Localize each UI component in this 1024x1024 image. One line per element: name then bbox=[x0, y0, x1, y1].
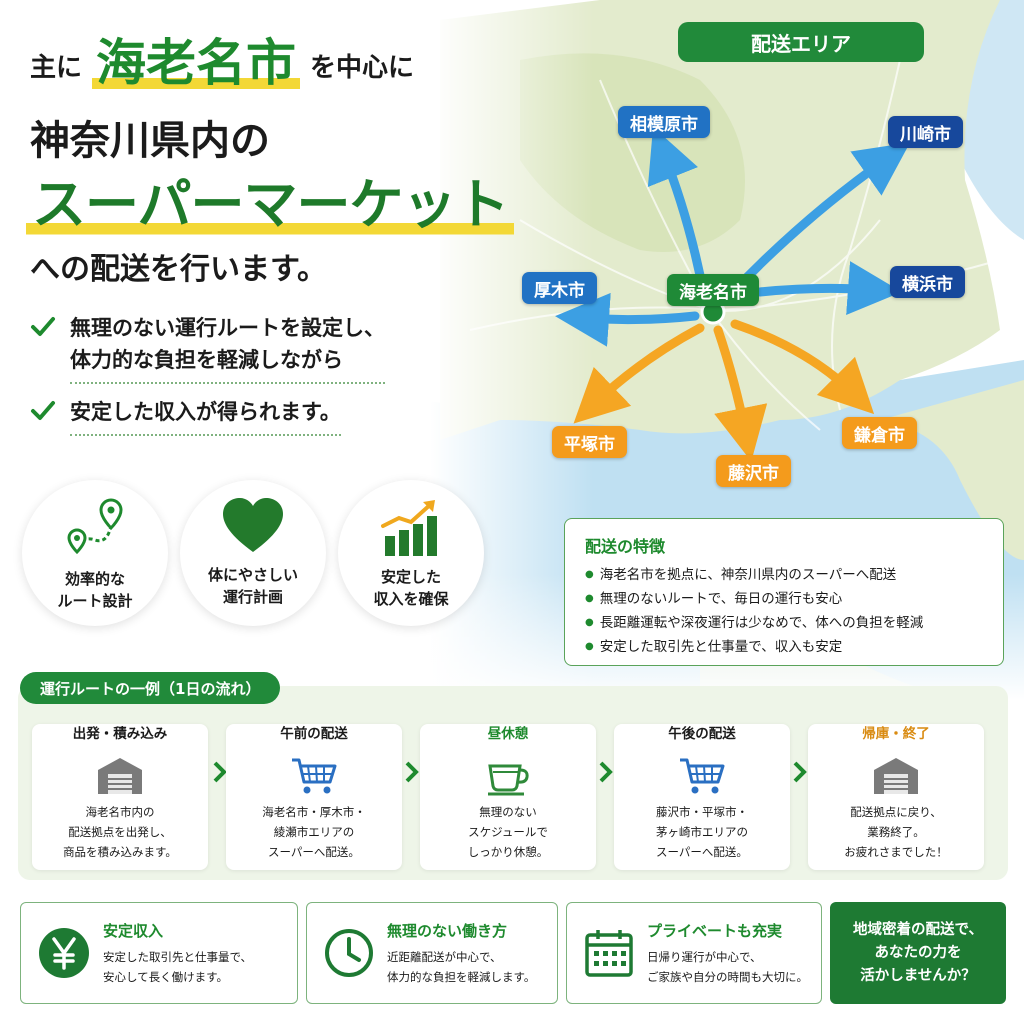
calendar-icon bbox=[585, 930, 633, 977]
check-icon bbox=[31, 401, 55, 420]
check-text-1: 無理のない運行ルートを設定し、 体力的な負担を軽減しながら bbox=[70, 312, 385, 384]
route-step-morning: 午前の配送 海老名市・厚木市・ 綾瀬市エリアの スーパーへ配送。 bbox=[226, 724, 402, 870]
step-desc: 無理のない スケジュールで しっかり休憩。 bbox=[467, 805, 549, 859]
check-icon bbox=[31, 317, 55, 336]
route-step-afternoon: 午後の配送 藤沢市・平塚市・ 茅ヶ崎市エリアの スーパーへ配送。 bbox=[614, 724, 790, 870]
cart-icon bbox=[680, 758, 725, 794]
route-step-lunch: 昼休憩 無理のない スケジュールで しっかり休憩。 bbox=[420, 724, 596, 870]
card-desc: 近距離配送が中心で、 体力的な負担を軽減します。 bbox=[387, 949, 536, 984]
route-title: 運行ルートの一例（1日の流れ） bbox=[20, 672, 281, 704]
arrow-to-atsugi bbox=[555, 292, 700, 347]
list-item: 海老名市を拠点に、神奈川県内のスーパーへ配送 bbox=[585, 563, 983, 587]
check-text-2: 安定した収入が得られます。 bbox=[70, 396, 341, 436]
arrow-to-yokohama bbox=[755, 261, 902, 315]
heart-icon bbox=[223, 498, 283, 552]
check-item-2: 安定した収入が得られます。 bbox=[30, 396, 341, 436]
step-desc: 海老名市内の 配送拠点を出発し、 商品を積み込みます。 bbox=[63, 805, 177, 859]
list-item: 無理のないルートで、毎日の運行も安心 bbox=[585, 587, 983, 611]
clock-icon bbox=[325, 929, 373, 977]
delivery-arrows bbox=[555, 126, 911, 462]
list-item: 安定した取引先と仕事量で、収入も安定 bbox=[585, 635, 983, 659]
headline-line2: 神奈川県内の bbox=[30, 118, 270, 164]
card-title: プライベートも充実 bbox=[647, 921, 783, 940]
step-desc: 藤沢市・平塚市・ 茅ヶ崎市エリアの スーパーへ配送。 bbox=[656, 805, 748, 859]
headline-city: 海老名市 bbox=[92, 32, 301, 94]
arrow-to-fujisawa bbox=[713, 325, 768, 462]
chevron-right-icon bbox=[793, 761, 807, 783]
feature-label: 安定した 収入を確保 bbox=[373, 568, 449, 608]
card-title: 無理のない働き方 bbox=[387, 921, 508, 940]
headline-pre: 主に bbox=[30, 53, 83, 83]
card-title: 安定収入 bbox=[103, 921, 164, 940]
delivery-features-title: 配送の特徴 bbox=[585, 537, 666, 556]
step-title: 午後の配送 bbox=[668, 726, 736, 742]
chevron-right-icon bbox=[213, 761, 227, 783]
step-title: 帰庫・終了 bbox=[862, 726, 930, 742]
yen-icon bbox=[39, 928, 89, 978]
arrow-to-hiratsuka bbox=[573, 323, 705, 424]
step-desc: 海老名市・厚木市・ 綾瀬市エリアの スーパーへ配送。 bbox=[262, 805, 366, 859]
feature-label: 体にやさしい 運行計画 bbox=[207, 566, 298, 606]
step-title: 午前の配送 bbox=[280, 726, 348, 742]
city-yokohama: 横浜市 bbox=[890, 266, 965, 298]
step-desc: 配送拠点に戻り、 業務終了。 お疲れさまでした！ bbox=[844, 805, 948, 859]
warehouse-icon bbox=[98, 758, 142, 794]
bar-chart-up-icon bbox=[381, 500, 437, 556]
check-item-1: 無理のない運行ルートを設定し、 体力的な負担を軽減しながら bbox=[30, 312, 385, 384]
card-desc: 日帰り運行が中心で、 ご家族や自分の時間も大切に。 bbox=[647, 949, 808, 984]
feature-route: 効率的な ルート設計 bbox=[22, 480, 168, 626]
city-sagamihara: 相模原市 bbox=[618, 106, 710, 138]
feature-label: 効率的な ルート設計 bbox=[57, 570, 133, 610]
headline-line3: スーパーマーケット bbox=[26, 160, 515, 239]
cup-icon bbox=[488, 764, 529, 796]
route-pin-icon bbox=[67, 498, 123, 555]
headline-post: を中心に bbox=[310, 53, 415, 83]
card-desc: 安定した取引先と仕事量で、 安心して長く働けます。 bbox=[103, 949, 253, 984]
delivery-features-box: 配送の特徴 海老名市を拠点に、神奈川県内のスーパーへ配送 無理のないルートで、毎… bbox=[564, 518, 1004, 666]
chevron-right-icon bbox=[405, 761, 419, 783]
feature-income: 安定した 収入を確保 bbox=[338, 480, 484, 626]
headline-line4: への配送を行います。 bbox=[30, 252, 327, 287]
card-stable-income: 安定収入 安定した取引先と仕事量で、 安心して長く働けます。 bbox=[20, 902, 298, 1004]
route-step-return: 帰庫・終了 配送拠点に戻り、 業務終了。 お疲れさまでした！ bbox=[808, 724, 984, 870]
warehouse-icon bbox=[874, 758, 918, 794]
cart-icon bbox=[292, 758, 337, 794]
city-hiratsuka: 平塚市 bbox=[552, 426, 627, 458]
city-kamakura: 鎌倉市 bbox=[842, 417, 917, 449]
card-easy-work: 無理のない働き方 近距離配送が中心で、 体力的な負担を軽減します。 bbox=[306, 902, 558, 1004]
city-kawasaki: 川崎市 bbox=[888, 116, 963, 148]
delivery-area-title: 配送エリア bbox=[678, 22, 924, 62]
cta-banner[interactable]: 地域密着の配送で、 あなたの力を 活かしませんか？ bbox=[830, 902, 1006, 1004]
delivery-features-list: 海老名市を拠点に、神奈川県内のスーパーへ配送 無理のないルートで、毎日の運行も安… bbox=[585, 563, 983, 659]
city-atsugi: 厚木市 bbox=[522, 272, 597, 304]
arrow-to-kamakura bbox=[730, 319, 875, 415]
chevron-right-icon bbox=[599, 761, 613, 783]
route-step-departure: 出発・積み込み 海老名市内の 配送拠点を出発し、 商品を積み込みます。 bbox=[32, 724, 208, 870]
list-item: 長距離運転や深夜運行は少なめで、体への負担を軽減 bbox=[585, 611, 983, 635]
card-private-life: プライベートも充実 日帰り運行が中心で、 ご家族や自分の時間も大切に。 bbox=[566, 902, 822, 1004]
feature-health: 体にやさしい 運行計画 bbox=[180, 480, 326, 626]
city-fujisawa: 藤沢市 bbox=[716, 455, 791, 487]
headline-line1: 主に 海老名市 を中心に bbox=[30, 24, 414, 94]
step-title: 昼休憩 bbox=[487, 726, 529, 742]
city-ebina: 海老名市 bbox=[667, 274, 759, 306]
step-title: 出発・積み込み bbox=[72, 726, 168, 742]
